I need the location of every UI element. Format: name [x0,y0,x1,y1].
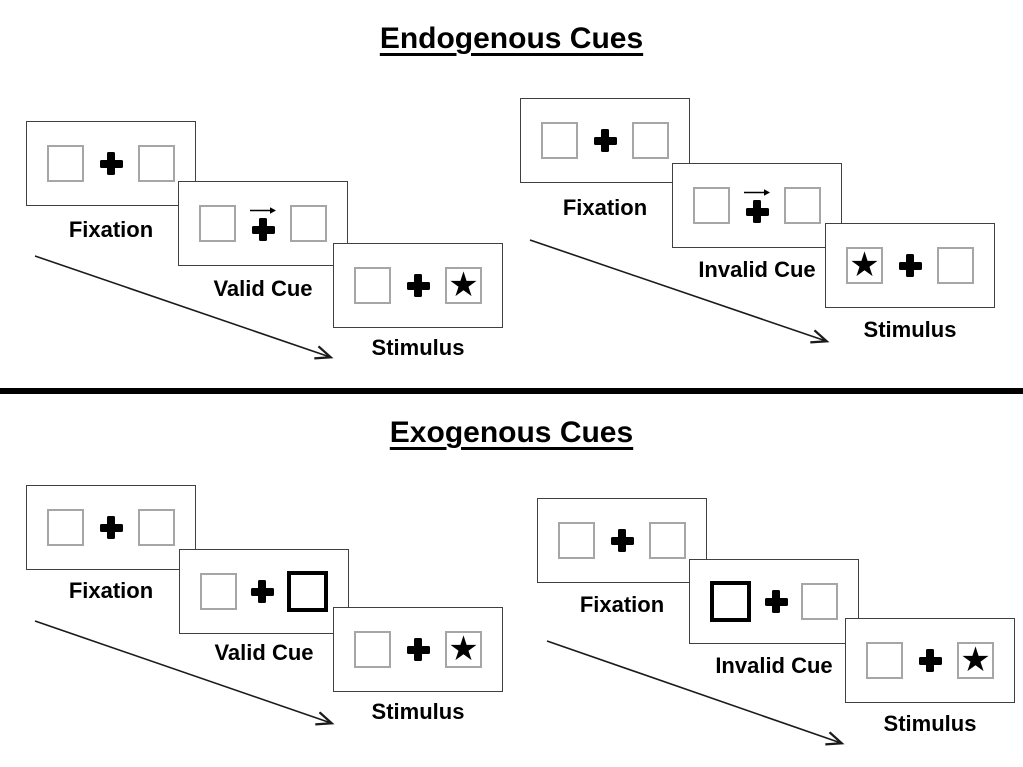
section-title-exogenous: Exogenous Cues [0,416,1023,450]
right-box [801,583,838,620]
cue-arrow-right-icon [744,189,770,196]
section-title-text: Exogenous Cues [389,416,634,449]
fixation-cross-icon [764,590,788,613]
fixation-cross-icon [593,129,617,152]
left-box [541,122,578,159]
panel-label: Fixation [68,578,154,603]
panel-center [593,129,617,152]
panel-stimulus: ★ [825,223,995,308]
panel-label: Invalid Cue [698,257,816,282]
panel-center [99,516,123,539]
panel-center [99,152,123,175]
panel-stimulus: ★ [333,243,503,328]
panel-label: Fixation [562,195,648,220]
panel-valid-cue [178,181,348,266]
right-box [784,187,821,224]
timeline-arrow [529,239,826,341]
panel-center [406,638,430,661]
panel-invalid-cue [672,163,842,248]
left-box [354,267,391,304]
fixation-cross-icon [251,218,275,241]
left-box-cue-highlight [710,581,751,622]
right-box [138,145,175,182]
cue-arrow-right-icon [250,207,276,214]
right-box: ★ [957,642,994,679]
panel-center [610,529,634,552]
timeline-arrow [34,620,331,723]
fixation-cross-icon [918,649,942,672]
left-box [199,205,236,242]
panel-center [250,580,274,603]
panel-center [406,274,430,297]
left-box [558,522,595,559]
section-divider [0,388,1023,394]
panel-invalid-cue [689,559,859,644]
fixation-cross-icon [99,152,123,175]
panel-label: Stimulus [371,335,465,360]
left-box [354,631,391,668]
panel-label: Fixation [68,217,154,242]
left-box [47,509,84,546]
right-box [937,247,974,284]
panel-center [764,590,788,613]
panel-label: Valid Cue [213,276,313,301]
fixation-cross-icon [610,529,634,552]
star-stimulus-icon: ★ [960,639,991,680]
panel-stimulus: ★ [845,618,1015,703]
panel-fixation [26,485,196,570]
fixation-cross-icon [250,580,274,603]
fixation-cross-icon [99,516,123,539]
right-box: ★ [445,267,482,304]
star-stimulus-icon: ★ [448,264,479,305]
left-box [200,573,237,610]
panel-fixation [537,498,707,583]
fixation-cross-icon [406,638,430,661]
panel-label: Stimulus [863,317,957,342]
panel-label: Stimulus [883,711,977,736]
panel-label: Valid Cue [214,640,314,665]
right-box [138,509,175,546]
section-title-endogenous: Endogenous Cues [0,22,1023,56]
right-box-cue-highlight [287,571,328,612]
panel-center [918,649,942,672]
panel-valid-cue [179,549,349,634]
fixation-cross-icon [745,200,769,223]
panel-center [743,188,771,223]
star-stimulus-icon: ★ [448,628,479,669]
timeline-arrow [34,255,330,357]
panel-fixation [520,98,690,183]
left-box [866,642,903,679]
right-box: ★ [445,631,482,668]
panel-label: Invalid Cue [715,653,833,678]
star-stimulus-icon: ★ [849,244,880,285]
left-box [47,145,84,182]
panel-label: Fixation [579,592,665,617]
right-box [290,205,327,242]
left-box: ★ [846,247,883,284]
fixation-cross-icon [898,254,922,277]
panel-stimulus: ★ [333,607,503,692]
panel-center [249,206,277,241]
panel-label: Stimulus [371,699,465,724]
right-box [632,122,669,159]
panel-center [898,254,922,277]
section-title-text: Endogenous Cues [379,22,644,55]
left-box [693,187,730,224]
panel-fixation [26,121,196,206]
right-box [649,522,686,559]
fixation-cross-icon [406,274,430,297]
